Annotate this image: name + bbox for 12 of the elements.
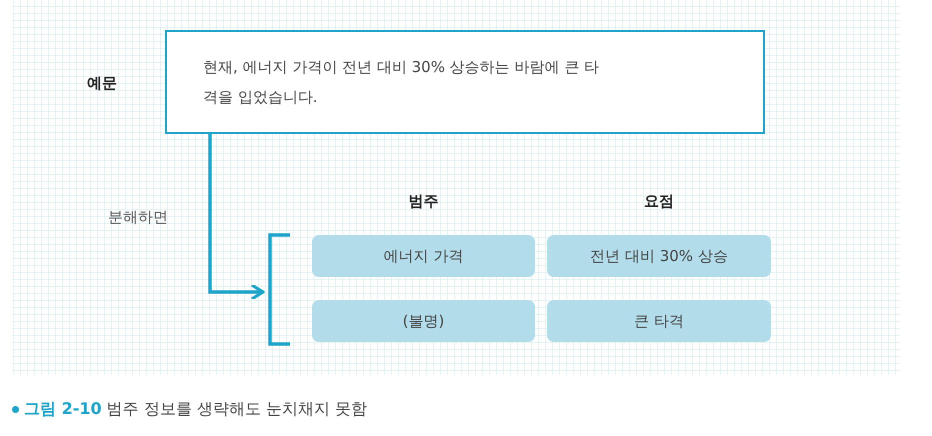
- bracket-shape: [266, 233, 292, 346]
- column-header: 요점: [643, 192, 675, 211]
- category-box: (불명): [312, 300, 535, 342]
- edge-label: 분해하면: [108, 208, 168, 227]
- category-box: 에너지 가격: [312, 235, 535, 277]
- sentence-box: 현재, 에너지 가격이 전년 대비 30% 상승하는 바람에 큰 타격을 입었습니다.: [165, 30, 765, 134]
- point-box: 큰 타격: [547, 300, 771, 342]
- point-box: 전년 대비 30% 상승: [547, 235, 771, 277]
- column-header: 범주: [408, 192, 440, 211]
- arrow: [208, 134, 265, 301]
- figure-caption: 그림 2-10 범주 정보를 생략해도 눈치채지 못함: [24, 399, 368, 418]
- example-label: 예문: [87, 74, 117, 93]
